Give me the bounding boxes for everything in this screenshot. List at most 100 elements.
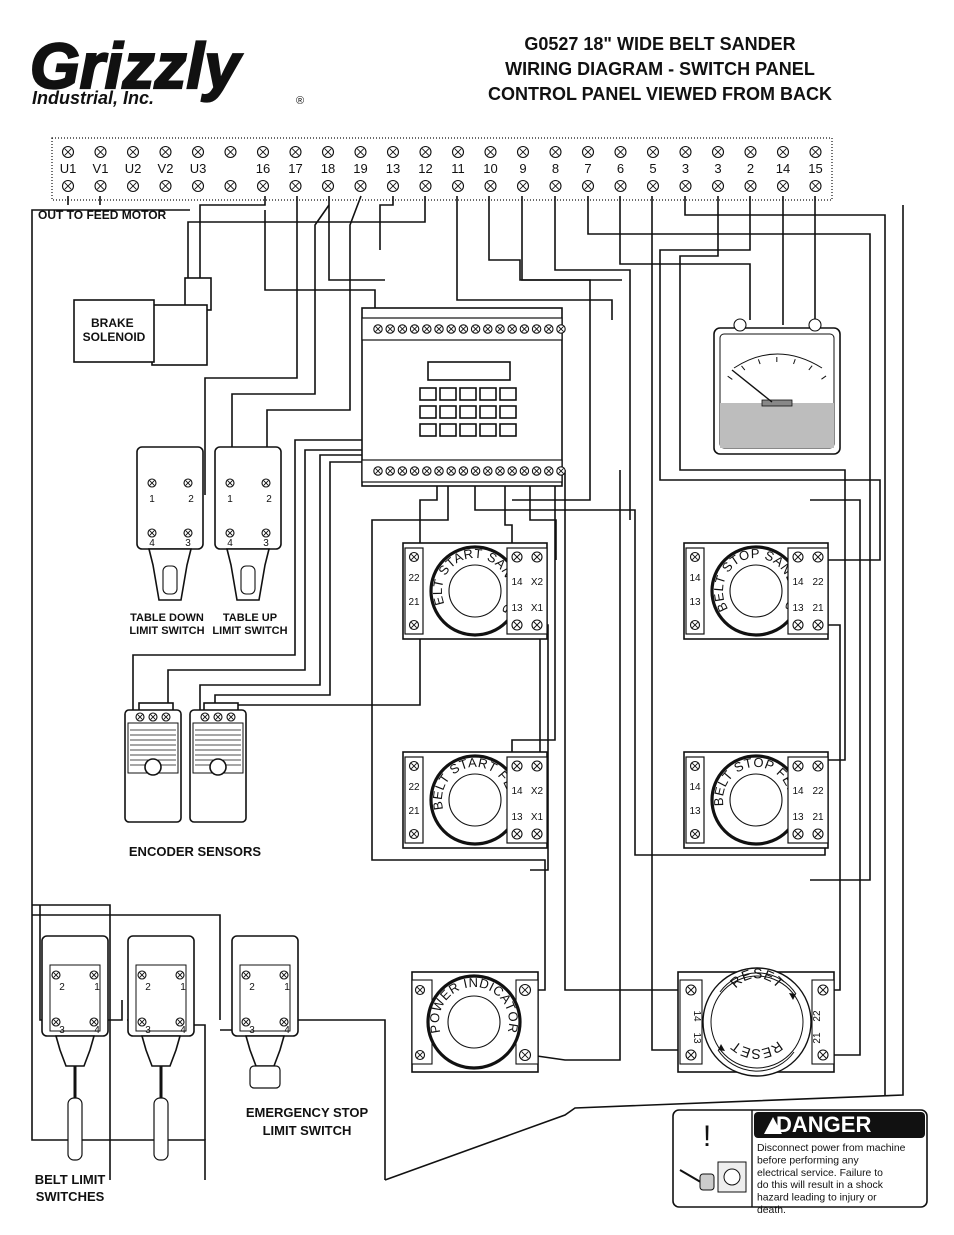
controller-terminal xyxy=(409,324,420,334)
controller-terminal xyxy=(495,324,505,334)
controller-terminal xyxy=(531,466,542,476)
terminal-label: 2 xyxy=(59,982,65,993)
keypad-key xyxy=(439,387,457,401)
terminal-label: 22 xyxy=(408,782,420,793)
terminal-screw xyxy=(812,551,824,563)
terminal-screw-top xyxy=(419,145,432,159)
strip-terminal: 3 xyxy=(679,145,692,193)
terminal-screw-top xyxy=(321,145,335,159)
terminal-label: 4 xyxy=(94,1025,100,1036)
keypad-key xyxy=(459,387,477,401)
logo-wordmark: Grizzly xyxy=(30,30,243,102)
terminal-screw-top xyxy=(679,145,692,159)
terminal-label: 21 xyxy=(408,597,420,608)
terminal-screw-top xyxy=(61,145,75,159)
terminal-screw-top xyxy=(386,145,400,159)
terminal-screw-top xyxy=(354,145,367,159)
keypad-key xyxy=(439,423,457,437)
strip-terminal: 13 xyxy=(386,145,400,193)
keypad-key xyxy=(479,387,497,401)
terminal-screw xyxy=(812,828,824,840)
terminal-screw-top xyxy=(646,145,660,159)
strip-terminal-label: V1 xyxy=(93,161,109,176)
strip-terminal: 15 xyxy=(808,145,823,193)
keypad-key xyxy=(439,405,457,419)
terminal-label: X1 xyxy=(531,603,544,614)
controller-top-terminals xyxy=(373,324,566,334)
terminal-label: 14 xyxy=(689,782,701,793)
controller-terminal xyxy=(373,466,383,476)
strip-terminal-label: 18 xyxy=(321,161,335,176)
strip-terminal: 3 xyxy=(711,145,725,193)
controller-terminal xyxy=(434,324,444,334)
terminal-screw xyxy=(89,1017,99,1027)
terminal-label: X1 xyxy=(531,812,544,823)
controller-terminal xyxy=(422,324,432,334)
terminal-screw xyxy=(689,828,701,840)
danger-heading: DANGER xyxy=(776,1112,871,1137)
title-line-3: CONTROL PANEL VIEWED FROM BACK xyxy=(488,84,832,104)
terminal-screw xyxy=(689,760,701,772)
controller-terminal xyxy=(458,324,469,334)
terminal-screw xyxy=(261,528,271,538)
controller-module xyxy=(361,307,566,487)
controller-terminal xyxy=(544,466,554,476)
strip-terminal: U1 xyxy=(60,145,76,193)
encoder-sensor-right xyxy=(189,702,247,823)
terminal-label: 3 xyxy=(249,1025,255,1036)
terminal-screw xyxy=(161,712,171,722)
terminal-screw-bottom xyxy=(94,179,107,193)
terminal-label: 2 xyxy=(266,494,272,505)
controller-terminal xyxy=(519,466,530,476)
terminal-label: 1 xyxy=(149,494,155,505)
terminal-screw-bottom xyxy=(126,179,140,193)
terminal-label: 14 xyxy=(511,786,523,797)
terminal-screw xyxy=(213,712,223,722)
controller-terminal xyxy=(446,324,456,334)
controller-terminal xyxy=(531,324,542,334)
terminal-label: X2 xyxy=(531,577,544,588)
strip-terminal-label: V2 xyxy=(158,161,174,176)
terminal-screw xyxy=(261,478,271,488)
terminal-screw xyxy=(511,619,523,631)
encoder-sensors xyxy=(124,702,247,823)
strip-terminal-label: 5 xyxy=(649,161,656,176)
strip-terminal: 16 xyxy=(256,145,270,193)
terminal-screw xyxy=(279,970,289,980)
terminal-screw-top xyxy=(581,145,595,159)
strip-terminal-label: U3 xyxy=(190,161,207,176)
strip-terminal-label: 7 xyxy=(584,161,591,176)
strip-terminal-label: 12 xyxy=(418,161,432,176)
strip-terminal-label: U2 xyxy=(125,161,142,176)
terminal-label: 14 xyxy=(792,786,804,797)
terminal-screw-bottom xyxy=(224,179,237,193)
terminal-strip-frame xyxy=(51,137,833,201)
ammeter-terminal-left xyxy=(733,318,747,332)
controller-terminal xyxy=(470,466,481,476)
terminal-label: 21 xyxy=(812,1032,823,1044)
terminal-screw xyxy=(137,1017,147,1027)
controller-terminal xyxy=(495,466,505,476)
terminal-screw xyxy=(175,1017,185,1027)
brake-solenoid-label: BRAKE SOLENOID xyxy=(83,316,146,344)
terminal-screw-bottom xyxy=(581,179,595,193)
terminal-screw xyxy=(51,1017,61,1027)
controller-terminal xyxy=(483,324,493,334)
controller-terminal xyxy=(422,466,432,476)
terminal-screw-bottom xyxy=(776,179,790,193)
strip-terminal-label: 16 xyxy=(256,161,270,176)
terminal-screw-top xyxy=(516,145,530,159)
terminal-screw xyxy=(200,712,210,722)
controller-terminal xyxy=(385,324,395,334)
terminal-label: 3 xyxy=(263,538,269,549)
terminal-screw-bottom xyxy=(289,179,302,193)
terminal-label: 3 xyxy=(59,1025,65,1036)
keypad-key xyxy=(459,405,477,419)
terminal-screw-bottom xyxy=(711,179,725,193)
terminal-screw xyxy=(414,984,426,996)
terminal-screw-top xyxy=(776,145,790,159)
